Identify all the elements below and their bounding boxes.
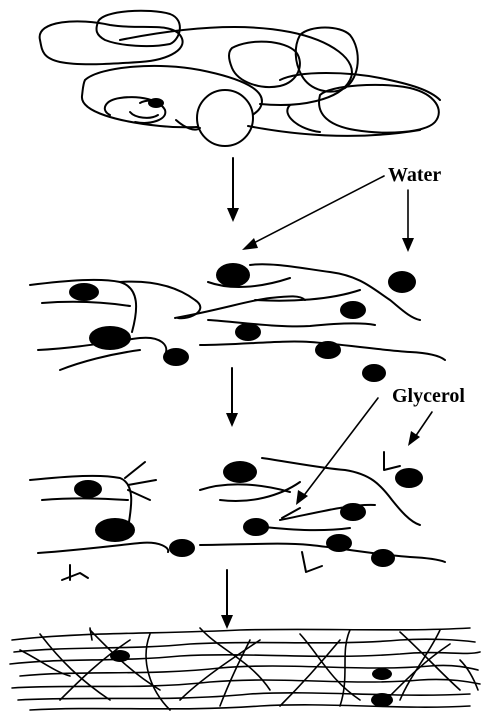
- arrow-down-1: [227, 158, 239, 222]
- arrow-down-3: [221, 570, 233, 629]
- water-arrows: [242, 176, 414, 252]
- glycerol-label: Glycerol: [392, 385, 465, 407]
- arrow-down-2: [226, 368, 238, 427]
- stage-granule-coils: [40, 11, 440, 146]
- stage-glycerol-plasticized: [30, 452, 445, 580]
- glycerol-arrows: [296, 398, 432, 505]
- water-label: Water: [388, 164, 441, 186]
- stage-water-swelling: [30, 263, 445, 382]
- stage-film-network: [10, 628, 480, 710]
